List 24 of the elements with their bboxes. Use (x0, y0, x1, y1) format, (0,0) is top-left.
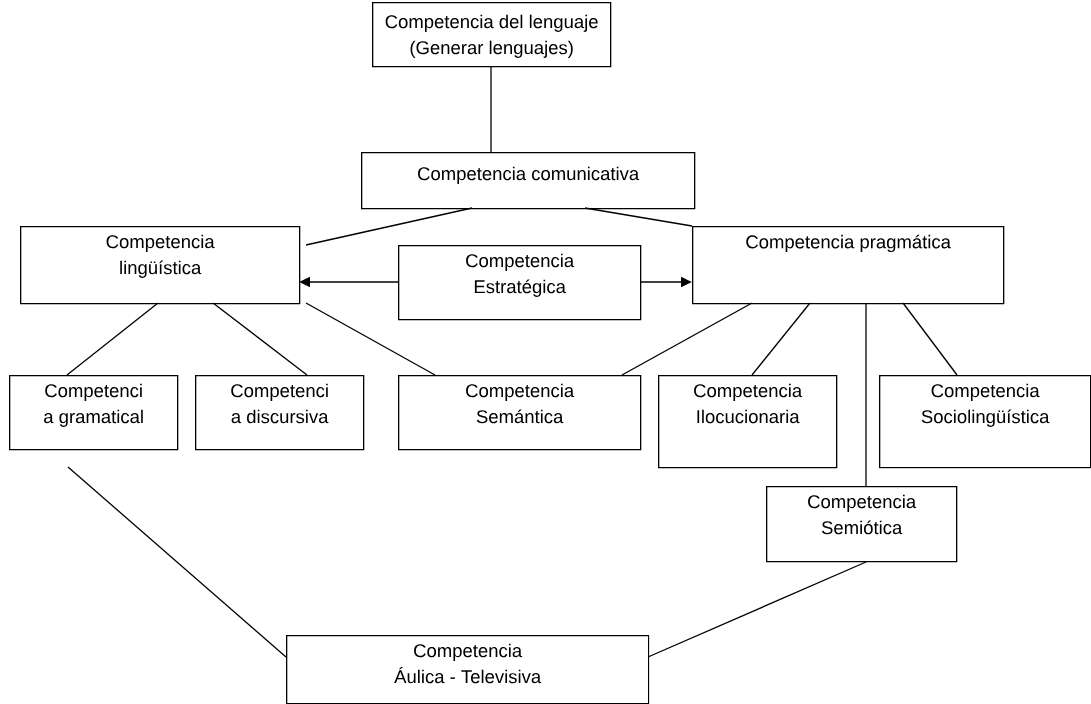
connector-line (902, 302, 958, 376)
connector-line (66, 302, 159, 376)
connector-line (212, 302, 308, 376)
process-box: Competencia Sociolingüística (879, 375, 1091, 469)
connector-line (67, 466, 287, 658)
process-box: Competencia Semiótica (766, 486, 958, 563)
connector-line (305, 302, 436, 376)
process-box: Competenci a gramatical (9, 375, 179, 451)
process-box: Competencia del lenguaje (Generar lenguajes) (372, 2, 612, 68)
connector-line (584, 207, 693, 227)
process-box: Competencia Áulica - Televisiva (286, 635, 650, 704)
process-box: Competencia Ilocucionaria (658, 375, 838, 469)
connector-line (621, 302, 753, 376)
process-box: Competenci a discursiva (195, 375, 365, 451)
process-box: Competencia comunicativa (361, 152, 696, 210)
connector-line (490, 65, 492, 153)
process-box: Competencia pragmática (692, 226, 1005, 305)
process-box: Competencia lingüística (20, 226, 301, 305)
process-box: Competencia Semántica (398, 375, 642, 451)
connector-line (305, 207, 473, 246)
connector-line (647, 561, 867, 658)
process-box: Competencia Estratégica (398, 245, 642, 321)
connector-line (751, 302, 811, 376)
connector-line (865, 302, 867, 487)
